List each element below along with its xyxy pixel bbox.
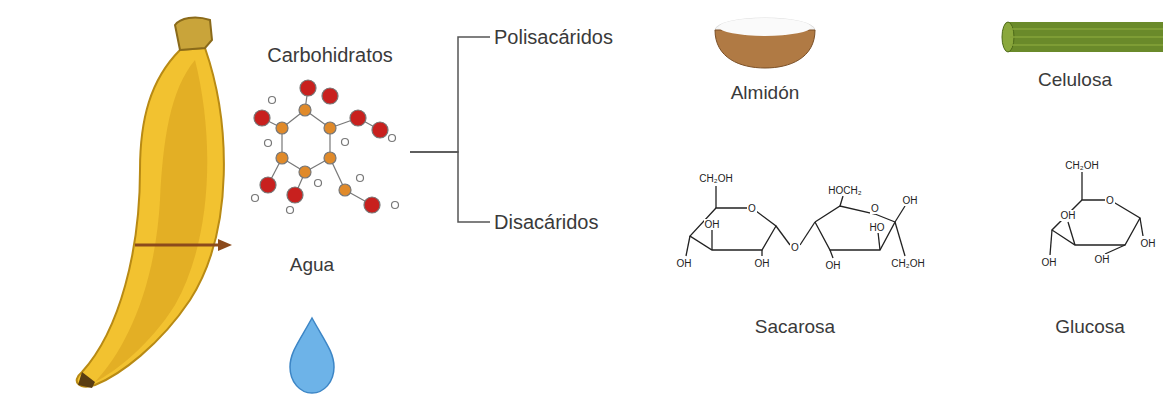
group-heading: Carbohidratos bbox=[250, 44, 410, 260]
chem-group-label: OH bbox=[704, 219, 721, 230]
chem-group-label: O bbox=[870, 203, 880, 214]
chem-group-label: OH bbox=[754, 258, 771, 269]
pointer-arrow bbox=[135, 244, 222, 247]
chem-group-label: CH₂OH bbox=[698, 173, 733, 184]
chem-group-label: CH₂OH bbox=[890, 258, 925, 269]
chem-group-label: O bbox=[790, 242, 800, 253]
node-text: Polisacáridos bbox=[494, 26, 613, 49]
item-label: Agua bbox=[290, 255, 334, 276]
chem-group-label: O bbox=[747, 203, 757, 214]
chem-group-label: OH bbox=[902, 195, 919, 206]
item-label: Sacarosa bbox=[755, 317, 835, 338]
bracket-connector bbox=[410, 37, 490, 152]
chem-group-label: OH bbox=[825, 260, 842, 271]
arrow-head bbox=[218, 239, 232, 251]
chem-group-label: HO bbox=[869, 222, 886, 233]
cellulose-fibre bbox=[1002, 22, 1163, 52]
chem-group-label: OH bbox=[1140, 238, 1157, 249]
item-label: Celulosa bbox=[1038, 70, 1112, 91]
water-drop bbox=[290, 318, 334, 393]
node-text: Carbohidratos bbox=[250, 44, 410, 67]
chem-group-label: CH₂OH bbox=[1064, 160, 1099, 171]
starch-bowl bbox=[715, 18, 815, 68]
branch-label: Polisacáridos bbox=[490, 24, 617, 51]
node-text: Disacáridos bbox=[494, 211, 598, 234]
banana-illustration bbox=[77, 18, 224, 388]
sucrose-structure bbox=[686, 186, 905, 258]
glucose-structure bbox=[1050, 172, 1143, 255]
item-label: Glucosa bbox=[1055, 317, 1125, 338]
chem-group-label: O bbox=[1105, 195, 1115, 206]
item-label: Almidón bbox=[731, 83, 800, 104]
chem-group-label: OH bbox=[676, 258, 693, 269]
chem-group-label: OH bbox=[1060, 210, 1077, 221]
bracket-connector bbox=[410, 152, 490, 222]
molecule-illustration bbox=[252, 80, 399, 214]
branch-label: Disacáridos bbox=[490, 209, 602, 236]
chem-group-label: OH bbox=[1041, 257, 1058, 268]
chem-group-label: HOCH₂ bbox=[827, 185, 862, 196]
chem-group-label: OH bbox=[1094, 254, 1111, 265]
